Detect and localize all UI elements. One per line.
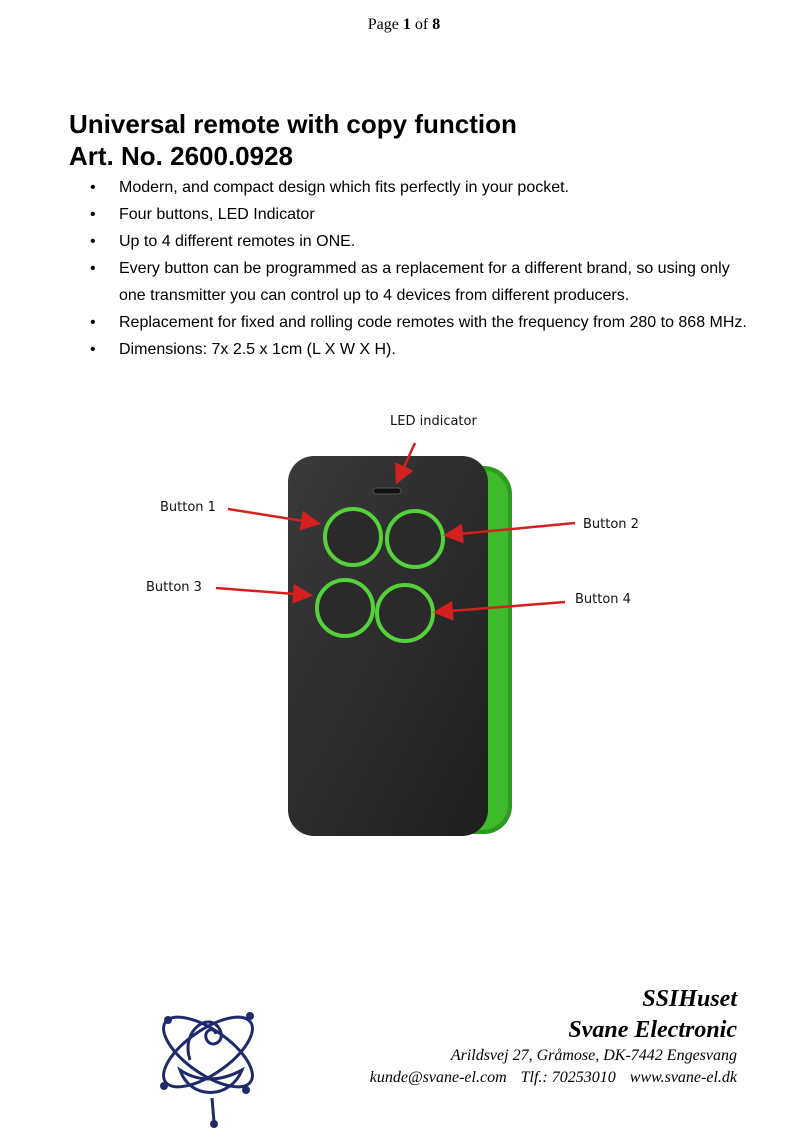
company-address: Arildsvej 27, Gråmose, DK-7442 Engesvang (450, 1047, 737, 1064)
feature-item: Replacement for fixed and rolling code r… (88, 309, 748, 336)
button-4-label: Button 4 (575, 592, 631, 607)
led-arrow (395, 442, 417, 485)
feature-item: Modern, and compact design which fits pe… (88, 174, 748, 201)
page-current: 1 (402, 16, 411, 33)
company-logo (150, 990, 270, 1130)
page-total: 8 (432, 16, 441, 33)
company-contact: kunde@svane-el.com Tlf.: 70253010 www.sv… (370, 1067, 737, 1089)
title-line-2: Art. No. 2600.0928 (69, 141, 294, 171)
button-2-label: Button 2 (583, 517, 639, 532)
company-block: SSIHuset Svane Electronic Arildsvej 27, … (370, 983, 737, 1089)
document-title: Universal remote with copy function Art.… (69, 108, 517, 172)
remote-body (288, 456, 488, 836)
remote-figure: LED indicator Button 1 Button 2 Button 3… (140, 408, 660, 848)
feature-list: Modern, and compact design which fits pe… (88, 174, 748, 363)
feature-item: Four buttons, LED Indicator (88, 201, 748, 228)
button2-arrow (443, 521, 576, 544)
title-line-1: Universal remote with copy function (69, 109, 517, 139)
swan-atom-logo-icon (160, 1012, 254, 1128)
company-phone: Tlf.: 70253010 (520, 1069, 616, 1086)
button-2 (385, 509, 445, 569)
company-email: kunde@svane-el.com (369, 1069, 507, 1086)
page-header: Page 1 of 8 (0, 16, 808, 34)
feature-item: Up to 4 different remotes in ONE. (88, 228, 748, 255)
company-name-1: SSIHuset (642, 986, 737, 1012)
led-indicator-slot (372, 487, 402, 495)
button-3-label: Button 3 (146, 580, 202, 595)
company-website: www.svane-el.dk (629, 1069, 737, 1086)
led-indicator-label: LED indicator (390, 414, 477, 429)
remote-illustration (215, 442, 576, 836)
button1-arrow (227, 507, 321, 531)
company-name-2: Svane Electronic (568, 1017, 737, 1043)
page-of: of (414, 16, 429, 33)
button-3 (315, 578, 375, 638)
button4-arrow (433, 600, 566, 621)
feature-item: Dimensions: 7x 2.5 x 1cm (L X W X H). (88, 336, 748, 363)
button-1 (323, 507, 383, 567)
button3-arrow (215, 583, 313, 604)
feature-item: Every button can be programmed as a repl… (88, 255, 748, 309)
button-4 (375, 583, 435, 643)
button-1-label: Button 1 (160, 500, 216, 515)
page-label: Page (367, 16, 399, 33)
